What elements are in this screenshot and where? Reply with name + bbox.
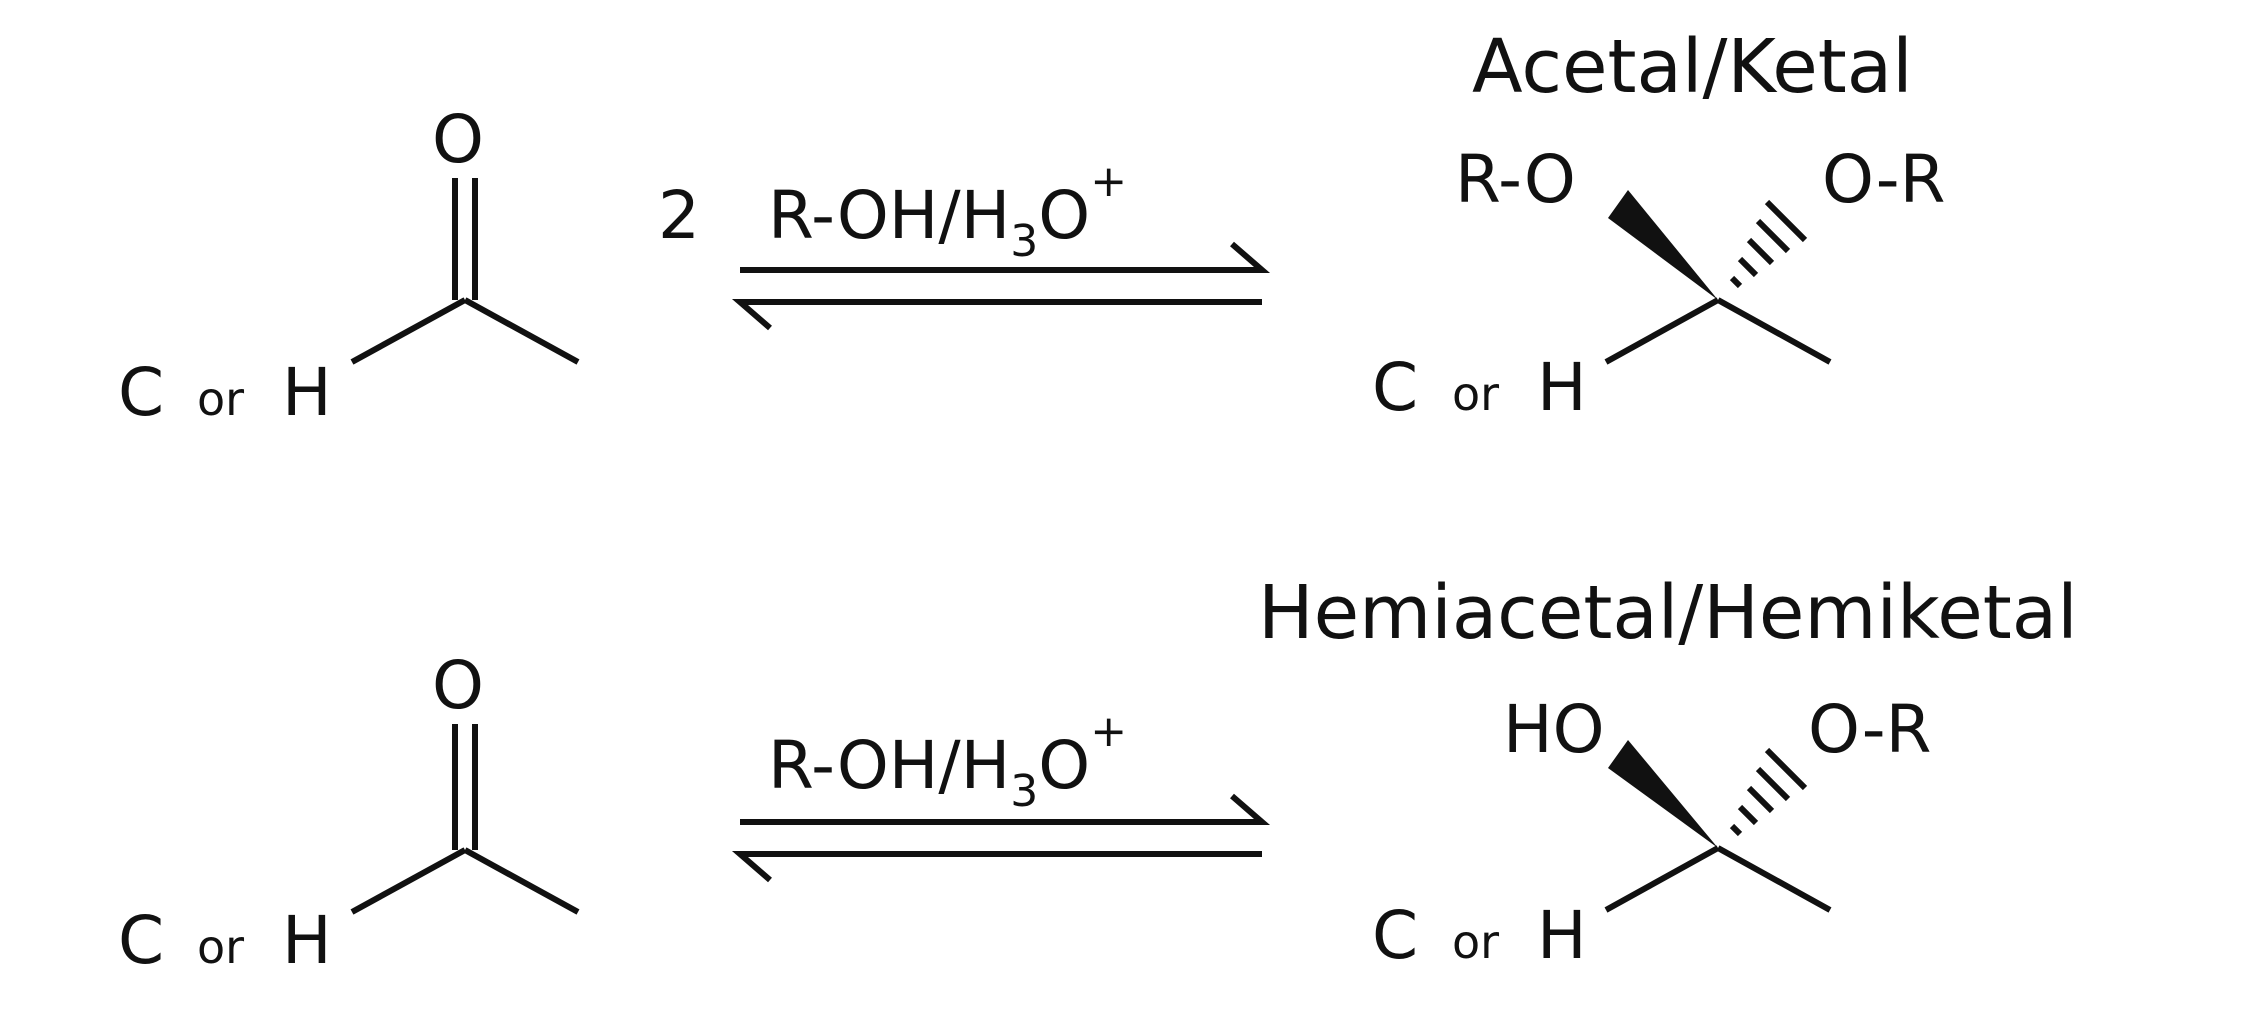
reagent-main: R-OH/H [768, 727, 1010, 804]
reaction-1: O C or H 2 R-OH/H3O+ Acetal/Ketal R-O O-… [118, 24, 1945, 431]
bond-left [350, 847, 467, 915]
reagent-main: R-OH/H [768, 177, 1010, 254]
product-2-hemiacetal: Hemiacetal/Hemiketal HO O-R C or H [1258, 570, 2078, 974]
reagent-label: R-OH/H3O+ [768, 706, 1127, 817]
forward-half-arrow [740, 793, 1271, 825]
substituent-c-label: C [118, 354, 164, 431]
product-title: Hemiacetal/Hemiketal [1258, 570, 2078, 656]
wedge-bond [1608, 740, 1718, 848]
product-title: Acetal/Ketal [1472, 24, 1913, 110]
reaction-1-conditions: 2 R-OH/H3O+ [658, 156, 1271, 331]
carbonyl-oxygen-label: O [432, 647, 484, 724]
reverse-half-arrow [731, 299, 1262, 331]
right-alkoxy-label: O-R [1808, 691, 1931, 768]
bond-left [1604, 845, 1720, 913]
substituent-c-label: C [118, 902, 164, 979]
forward-half-arrow [740, 241, 1271, 273]
right-alkoxy-label: O-R [1822, 141, 1945, 218]
reverse-half-arrow [731, 851, 1262, 883]
hashed-bond [1729, 747, 1808, 837]
substituent-c-label: C [1372, 897, 1418, 974]
carbonyl-oxygen-label: O [432, 101, 484, 178]
left-alkoxy-label: R-O [1455, 141, 1576, 218]
reagent-after: O [1038, 727, 1090, 804]
substituent-h-label: H [1537, 897, 1587, 974]
substituent-h-label: H [1537, 349, 1587, 426]
or-label: or [1452, 915, 1499, 969]
or-label: or [197, 920, 244, 974]
reagent-subscript: 3 [1010, 766, 1038, 817]
substituent-c-label: C [1372, 349, 1418, 426]
reaction-2: O C or H R-OH/H3O+ Hemiacetal/Hemiketal … [118, 570, 2078, 979]
reagent-after: O [1038, 177, 1090, 254]
or-label: or [1452, 367, 1499, 421]
or-label: or [197, 372, 244, 426]
substituent-h-label: H [282, 902, 332, 979]
reagent-subscript: 3 [1010, 216, 1038, 267]
hashed-bond [1729, 199, 1808, 289]
reactant-2-carbonyl: O C or H [118, 647, 580, 979]
reagent-label: R-OH/H3O+ [768, 156, 1127, 267]
reactant-1-carbonyl: O C or H [118, 101, 580, 431]
bond-right [463, 847, 580, 915]
stoichiometric-coefficient: 2 [658, 177, 700, 254]
reagent-superscript: + [1090, 156, 1127, 207]
product-1-acetal: Acetal/Ketal R-O O-R C or H [1372, 24, 1945, 426]
bond-right [1716, 845, 1832, 913]
substituent-h-label: H [282, 354, 332, 431]
bond-left [1604, 297, 1720, 365]
bond-right [463, 297, 580, 365]
bond-right [1716, 297, 1832, 365]
reaction-2-conditions: R-OH/H3O+ [731, 706, 1271, 883]
reagent-superscript: + [1090, 706, 1127, 757]
hydroxyl-label: HO [1503, 691, 1605, 768]
bond-left [350, 297, 467, 365]
wedge-bond [1608, 190, 1718, 300]
